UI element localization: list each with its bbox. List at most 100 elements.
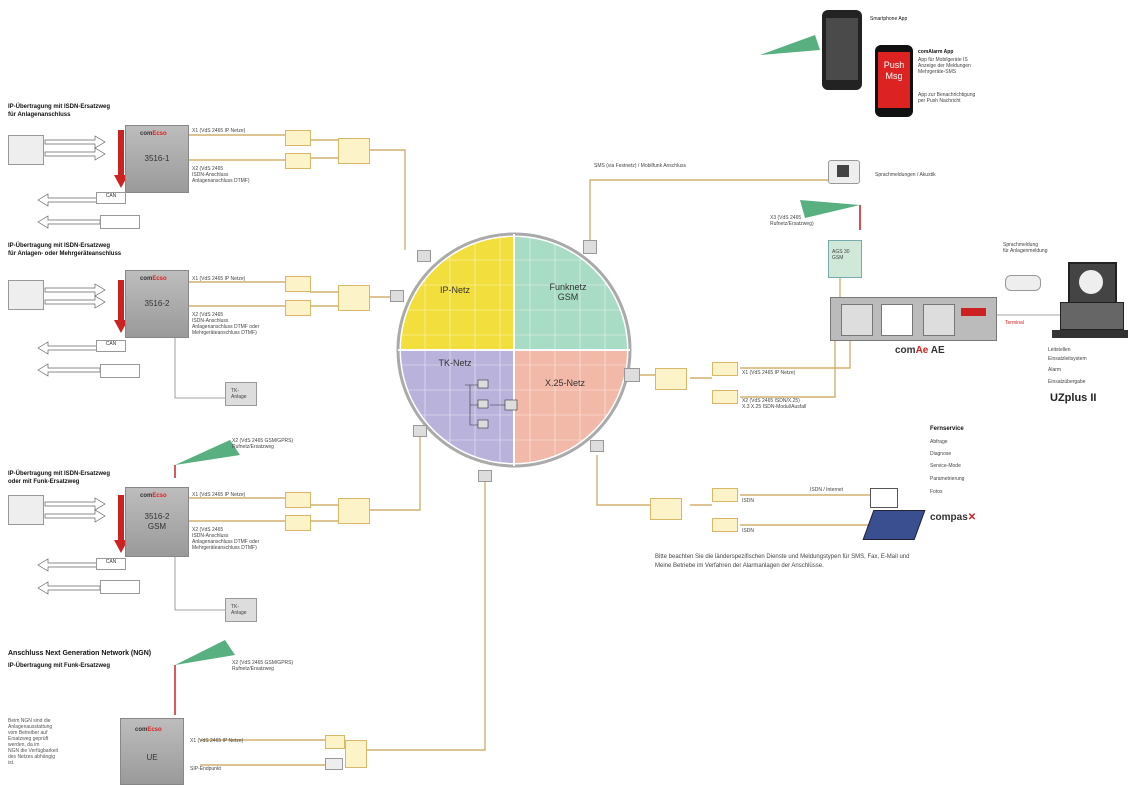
device-brand: comEcso	[140, 276, 167, 282]
fernservice-title: Fernservice	[930, 426, 964, 432]
site-1-aux-box	[100, 215, 140, 229]
site-2-can-box: CAN	[96, 340, 126, 352]
site-2-heading: IP-Übertragung mit ISDN-Ersatzweg für An…	[8, 243, 122, 257]
x25-quadrant	[514, 350, 627, 463]
site-1-device-label: 3516-1	[144, 154, 170, 163]
ngn-gsm-label: X2 (VdS 2465 GSM/GPRS) Rufnetz/Ersatzweg	[232, 660, 294, 672]
fernservice-item-3: Parametrierung	[930, 476, 965, 482]
line-ip-label: X1 (VdS 2465 IP Netze)	[742, 370, 796, 376]
site-1-input-box	[8, 135, 44, 165]
site-3-heading: IP-Übertragung mit ISDN-Ersatzweg oder m…	[8, 471, 111, 485]
site-2-input-box	[8, 280, 44, 310]
site-1-can-box: CAN	[96, 192, 126, 204]
device-brand: comEcso	[140, 131, 167, 137]
site-3-aux-box	[100, 580, 140, 594]
site-3-can-box: CAN	[96, 558, 126, 570]
site-2-tk-anlage: TK- Anlage	[225, 382, 257, 406]
device-brand: comEcso	[140, 493, 167, 499]
sms-label: SMS (via Festnetz) / Mobilfunk Anschluss	[594, 163, 686, 169]
pager-icon	[828, 160, 860, 184]
x25-router-isdn	[712, 390, 738, 404]
ngn-device-label: UE	[146, 753, 158, 762]
fernservice-item-2: Service-Mode	[930, 463, 961, 469]
site-1-heading: IP-Übertragung mit ISDN-Ersatzweg für An…	[8, 104, 111, 118]
site-1-ip-label: X1 (VdS 2465 IP Netze)	[192, 128, 246, 134]
ngn-ip-label: X1 (VdS 2465 IP Netze)	[190, 738, 244, 744]
site-3-input-box	[8, 495, 44, 525]
fernservice-item-1: Diagnose	[930, 451, 952, 457]
phone-icon	[1005, 275, 1041, 291]
ip-net-label: IP-Netz	[439, 285, 470, 295]
app-text-2: App zur Benachrichtigung per Push Nachri…	[918, 92, 976, 104]
site-3-router-ip	[285, 492, 311, 508]
node-x25	[624, 368, 640, 382]
ngn-device: comEcso UE	[120, 718, 184, 785]
pager-label: Sprachmeldungen / Akustik	[875, 172, 936, 178]
gsm-module-label: AGS 30 GSM	[832, 249, 850, 261]
x25-gateway	[655, 368, 687, 390]
uzplus-line-3: Einsatzübergabe	[1048, 379, 1086, 385]
site-3-tk-anlage: TK- Anlage	[225, 598, 257, 622]
site-1-can-label: CAN	[105, 193, 117, 199]
app-title-2: comAlarm App	[918, 49, 954, 55]
site-1-router-ip	[285, 130, 311, 146]
site-2-can-label: CAN	[105, 341, 117, 347]
service-router-2	[712, 518, 738, 532]
site-1-device: comEcso 3516-1	[125, 125, 189, 193]
site-3-ip-label: X1 (VdS 2465 IP Netze)	[192, 492, 246, 498]
service-router-1	[712, 488, 738, 502]
service-line-2: ISDN	[742, 498, 754, 504]
gsm-signal-icons	[174, 35, 861, 715]
ae-brand: com	[895, 345, 916, 356]
app-text-1: App für Mobilgeräte IS Anzeige der Meldu…	[918, 57, 971, 75]
node-ngn	[478, 470, 492, 482]
computer-monitor-icon	[1068, 262, 1117, 304]
device-brand: comEcso	[135, 727, 162, 733]
ngn-note: Beim NGN sind die Anlagenausstattung vom…	[8, 718, 59, 766]
fernservice-item-0: Abfrage	[930, 439, 948, 445]
site-3-gsm-label: X2 (VdS 2465 GSM/GPRS) Rufnetz/Ersatzweg	[232, 438, 294, 450]
gsm-net-label: Funknetz GSM	[549, 282, 587, 302]
service-gateway	[650, 498, 682, 520]
ae-control-unit	[830, 297, 997, 341]
site-2-device: comEcso 3516-2	[125, 270, 189, 338]
uzplus-line-1: Einsatzleitsystem	[1048, 356, 1087, 362]
site-1-isdn-label: X2 (VdS 2465 ISDN-Anschluss Anlagenansch…	[192, 166, 250, 184]
site-2-gateway	[338, 285, 370, 311]
line-isdn-label: X2 (VdS 2465 ISDN/X.25) X.3 X.25 ISDN-Mo…	[742, 398, 807, 410]
fernservice-note: Bitte beachten Sie die länderspezifische…	[655, 554, 910, 569]
service-line-3: ISDN	[742, 528, 754, 534]
site-3-gateway	[338, 498, 370, 524]
site-1-router-isdn	[285, 153, 311, 169]
site-2-isdn-label: X2 (VdS 2465 ISDN-Anschluss Anlagenansch…	[192, 312, 260, 336]
output-arrows	[37, 135, 106, 595]
app-screen-label: Push Msg	[878, 52, 910, 108]
node-ip-2	[390, 290, 404, 302]
ngn-router	[325, 735, 345, 749]
ae-title-text: AE	[930, 345, 945, 356]
site-2-device-label: 3516-2	[144, 299, 170, 308]
ise-label: Terminal	[1005, 320, 1024, 326]
node-gsm	[583, 240, 597, 254]
ngn-gateway	[345, 740, 367, 768]
site-2-aux-box	[100, 364, 140, 378]
node-x25-2	[590, 440, 604, 452]
ngn-title: Anschluss Next Generation Network (NGN)	[8, 650, 152, 657]
site-2-router-ip	[285, 276, 311, 292]
site-3-isdn-label: X2 (VdS 2465 ISDN-Anschluss Anlagenansch…	[192, 527, 260, 551]
site-3-tk-label: TK- Anlage	[231, 604, 247, 616]
site-3-device: comEcso 3516-2 GSM	[125, 487, 189, 557]
uzplus-line-2: Alarm	[1048, 367, 1062, 373]
compas-logo: compas✕	[930, 512, 977, 523]
gsm-ae-label: X3 (VdS 2465 Rufnetz/Ersatzweg)	[770, 215, 814, 227]
red-signal-arrows	[114, 130, 128, 553]
x25-router-ip	[712, 362, 738, 376]
ngn-subtitle: IP-Übertragung mit Funk-Ersatzweg	[8, 663, 111, 669]
x25-net-label: X.25-Netz	[544, 378, 586, 388]
site-2-ip-label: X1 (VdS 2465 IP Netze)	[192, 276, 246, 282]
site-2-router-isdn	[285, 300, 311, 316]
app-title-1: Smartphone App	[870, 16, 908, 22]
uzplus-line-0: Leitstellen	[1048, 347, 1071, 353]
site-1-gateway	[338, 138, 370, 164]
